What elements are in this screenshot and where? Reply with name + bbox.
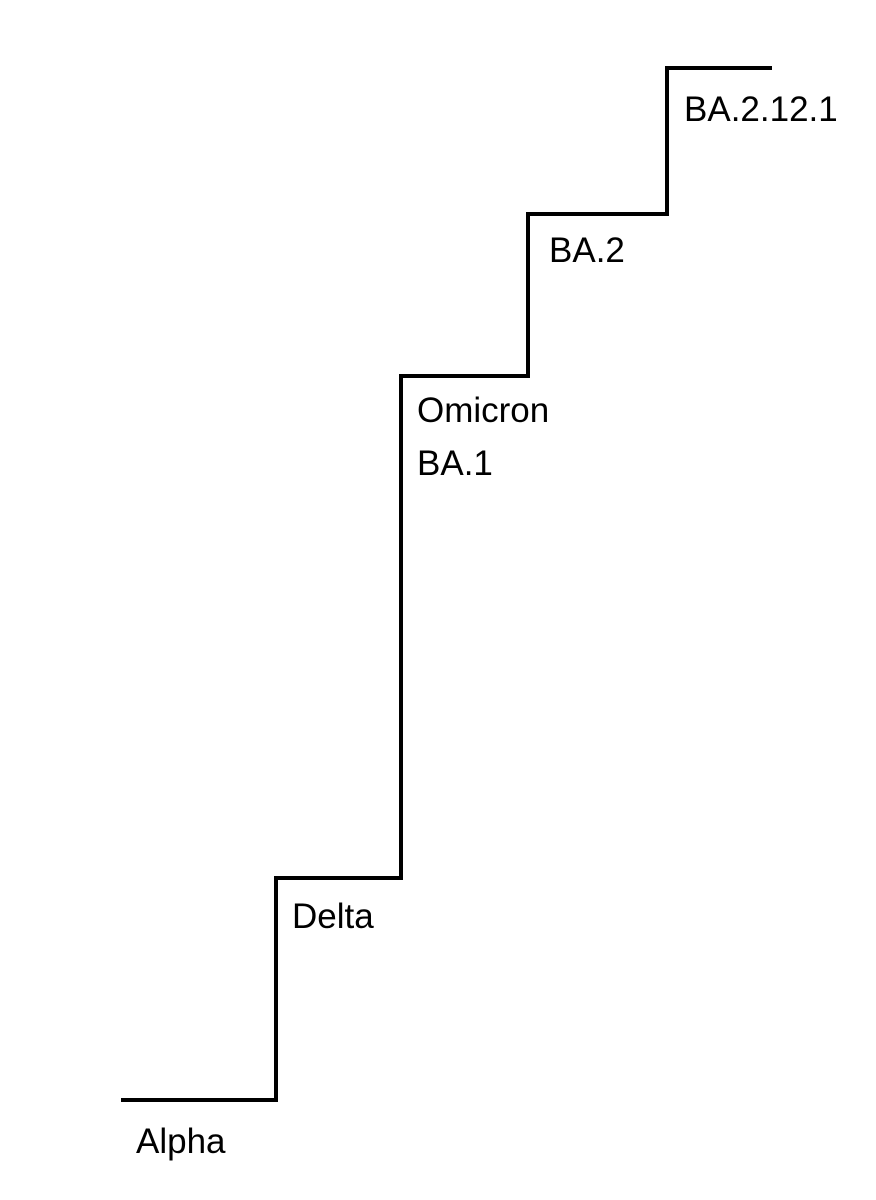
staircase-line	[121, 66, 772, 1102]
step-label-ba1: BA.1	[417, 444, 493, 483]
step-label-ba2: BA.2	[549, 231, 625, 270]
step-label-omicron: Omicron	[417, 391, 549, 430]
step-label-ba2121: BA.2.12.1	[684, 90, 838, 129]
step-label-delta: Delta	[292, 897, 374, 936]
step-label-alpha: Alpha	[136, 1122, 226, 1161]
